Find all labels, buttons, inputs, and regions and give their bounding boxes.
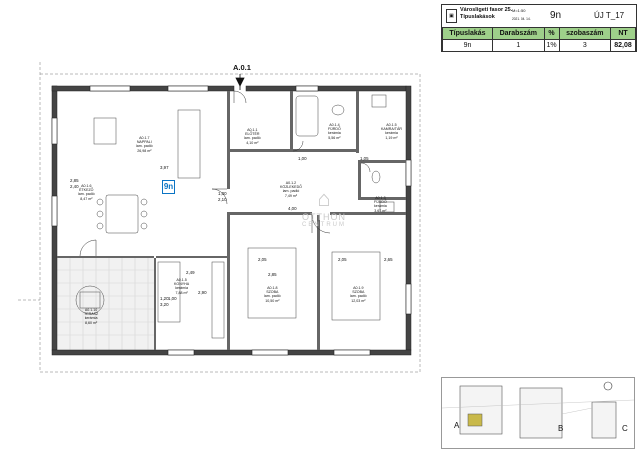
north-arrow-icon xyxy=(603,381,613,391)
key-label-c: C xyxy=(622,424,628,433)
table-header: NT xyxy=(610,27,636,40)
dimension-label: 2,85 xyxy=(268,272,277,277)
key-plan: A B C xyxy=(441,377,635,449)
table-header-row: Típuslakás Darabszám % szobaszám NT xyxy=(442,27,636,40)
table-row: 9n 1 1% 3 82,08 xyxy=(442,39,636,52)
dimension-label: 2,65 xyxy=(384,257,393,262)
dimension-label: 2,10 xyxy=(218,197,227,202)
watermark-line-2: CENTRUM xyxy=(302,222,346,228)
dimension-label: 2,05 xyxy=(258,257,267,262)
dimension-label: 2,05 xyxy=(338,257,347,262)
unit-flag: 9n xyxy=(162,180,175,194)
room-label-entry: A0.1.1 ELŐTÉR lam. padló 4,10 m² xyxy=(244,128,261,145)
room-label-hall: A0.1.2 KÖZLEKEDŐ lam. padló 7,49 m² xyxy=(280,181,302,198)
unit-table: Típuslakás Darabszám % szobaszám NT 9n 1… xyxy=(442,27,636,52)
table-cell: 3 xyxy=(558,39,612,52)
key-label-a: A xyxy=(454,421,460,430)
dimension-label: 1,05 xyxy=(360,156,369,161)
table-header: Típuslakás xyxy=(442,27,493,40)
dimension-label: 2,85 xyxy=(70,178,79,183)
table-cell: 1 xyxy=(491,39,545,52)
room-label-kitchen: A0.1.5 KONYHA kerámia 7,88 m² xyxy=(174,278,190,295)
room-label-living: A0.1.7 NAPPALI lam. padló 26,98 m² xyxy=(136,136,153,153)
dimension-label: 1,00 xyxy=(218,191,227,196)
watermark: ⌂ OTTHON CENTRUM xyxy=(296,186,352,228)
dimension-label: 4,00 xyxy=(288,206,297,211)
doors xyxy=(79,90,371,257)
table-cell: 82,08 xyxy=(610,39,636,52)
room-label-storage: A0.1.5 KAMRA/TÁR kerámia 1,19 m² xyxy=(381,123,402,140)
dimension-label: 2,40 xyxy=(70,184,79,189)
watermark-logo-icon: ⌂ xyxy=(317,186,331,211)
title-block-header: ▣ Városligeti fasor 25. Típuslakások M=1… xyxy=(442,5,636,28)
address: Városligeti fasor 25. Típuslakások xyxy=(460,7,513,20)
terrace-grid xyxy=(57,258,154,350)
axis-label: A.0.1 xyxy=(233,63,251,72)
table-header: szobaszám xyxy=(558,27,612,40)
title-block: ▣ Városligeti fasor 25. Típuslakások M=1… xyxy=(441,4,637,52)
axis-marker xyxy=(235,74,245,90)
room-label-bath: A0.1.4 FÜRDŐ kerámia 5,56 m² xyxy=(328,123,341,140)
unit-type: 9n xyxy=(550,10,562,21)
room-label-bedroom-2: A0.1.9 SZOBA lam. padló 12,03 m² xyxy=(350,286,367,303)
dimension-label: 1,00 xyxy=(168,296,177,301)
key-plan-drawing xyxy=(441,381,635,439)
plan-code: ÚJ T_17 xyxy=(594,11,625,20)
terrace-floor xyxy=(57,258,154,350)
interior-walls xyxy=(57,91,406,350)
room-label-wc: A0.1.3 FÜRDŐ kerámia 3,67 m² xyxy=(374,196,387,213)
table-cell: 1% xyxy=(543,39,560,52)
table-header: % xyxy=(543,27,560,40)
dimension-label: 2,90 xyxy=(198,290,207,295)
dimension-label: 3,20 xyxy=(160,302,169,307)
key-plan-highlight xyxy=(467,413,483,427)
room-label-bedroom-1: A0.1.8 SZOBA lam. padló 10,50 m² xyxy=(264,286,281,303)
windows xyxy=(51,85,412,356)
table-header: Darabszám xyxy=(491,27,545,40)
room-label-dining: A0.1.6 ÉTKEZŐ lam. padló 8,47 m² xyxy=(78,184,95,201)
table-cell: 9n xyxy=(442,39,493,52)
date: 2021. 04. 14. xyxy=(512,17,531,21)
room-label-terrace: A0.1.10 TERASZ kerámia 8,60 m² xyxy=(84,308,99,325)
dimension-label: 3,97 xyxy=(160,165,169,170)
watermark-line-1: OTTHON xyxy=(302,212,346,222)
outline-dashed xyxy=(18,62,421,373)
dimension-label: 2,49 xyxy=(186,270,195,275)
dimension-label: 1,00 xyxy=(298,156,307,161)
logo-icon: ▣ xyxy=(446,9,457,23)
dimension-label: 1,20 xyxy=(160,296,169,301)
scale: M=1:50 xyxy=(512,8,526,13)
furniture xyxy=(75,94,395,339)
key-label-b: B xyxy=(558,424,564,433)
